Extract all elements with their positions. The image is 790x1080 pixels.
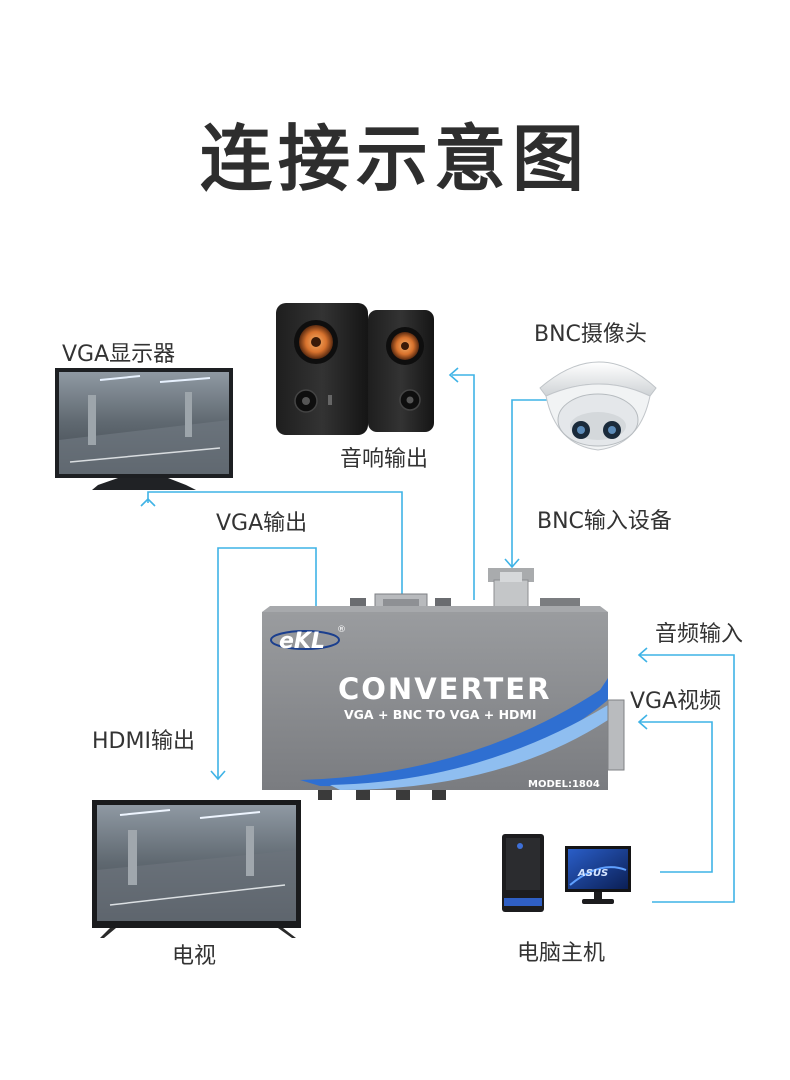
audio-output-line [452,374,475,600]
speakers [276,303,434,435]
vga-video-arrowhead [637,714,648,730]
bnc-camera [539,361,657,451]
device-subtitle: VGA + BNC TO VGA + HDMI [344,707,537,722]
tv [92,800,301,938]
brand-logo: eKL [279,629,325,654]
audio-input-line [640,654,735,903]
vga-monitor [55,368,233,490]
connector-lines [140,367,735,903]
hdmi-output-line [217,547,317,778]
converter-device: eKL ® CONVERTER VGA + BNC TO VGA + HDMI … [262,568,625,800]
pc-host: ASUS [502,834,631,912]
label-vga-monitor: VGA显示器 [62,342,176,367]
label-speakers: 音响输出 [340,447,429,472]
label-hdmi-output: HDMI输出 [92,729,195,754]
tv-arrowhead [210,770,226,781]
label-bnc-camera: BNC摄像头 [534,322,647,347]
registered-mark: ® [337,625,346,635]
bnc-arrowhead [504,558,520,569]
label-pc-host: 电脑主机 [517,941,606,966]
label-bnc-input: BNC输入设备 [537,509,672,534]
label-vga-output: VGA输出 [216,511,308,536]
device-name: CONVERTER [338,672,551,706]
device-model: MODEL:1804 [528,779,600,790]
vga-output-line [147,491,403,600]
page-title: 连接示意图 [199,117,590,201]
vga-video-line [640,721,713,873]
pc-brand: ASUS [577,868,608,879]
label-audio-input: 音频输入 [655,622,744,647]
label-vga-video: VGA视频 [630,689,722,714]
audio-input-arrowhead [637,647,648,663]
speaker-arrowhead [448,367,459,383]
label-tv: 电视 [172,944,217,969]
vga-monitor-arrowhead [140,497,156,507]
bnc-input-line [511,399,560,566]
